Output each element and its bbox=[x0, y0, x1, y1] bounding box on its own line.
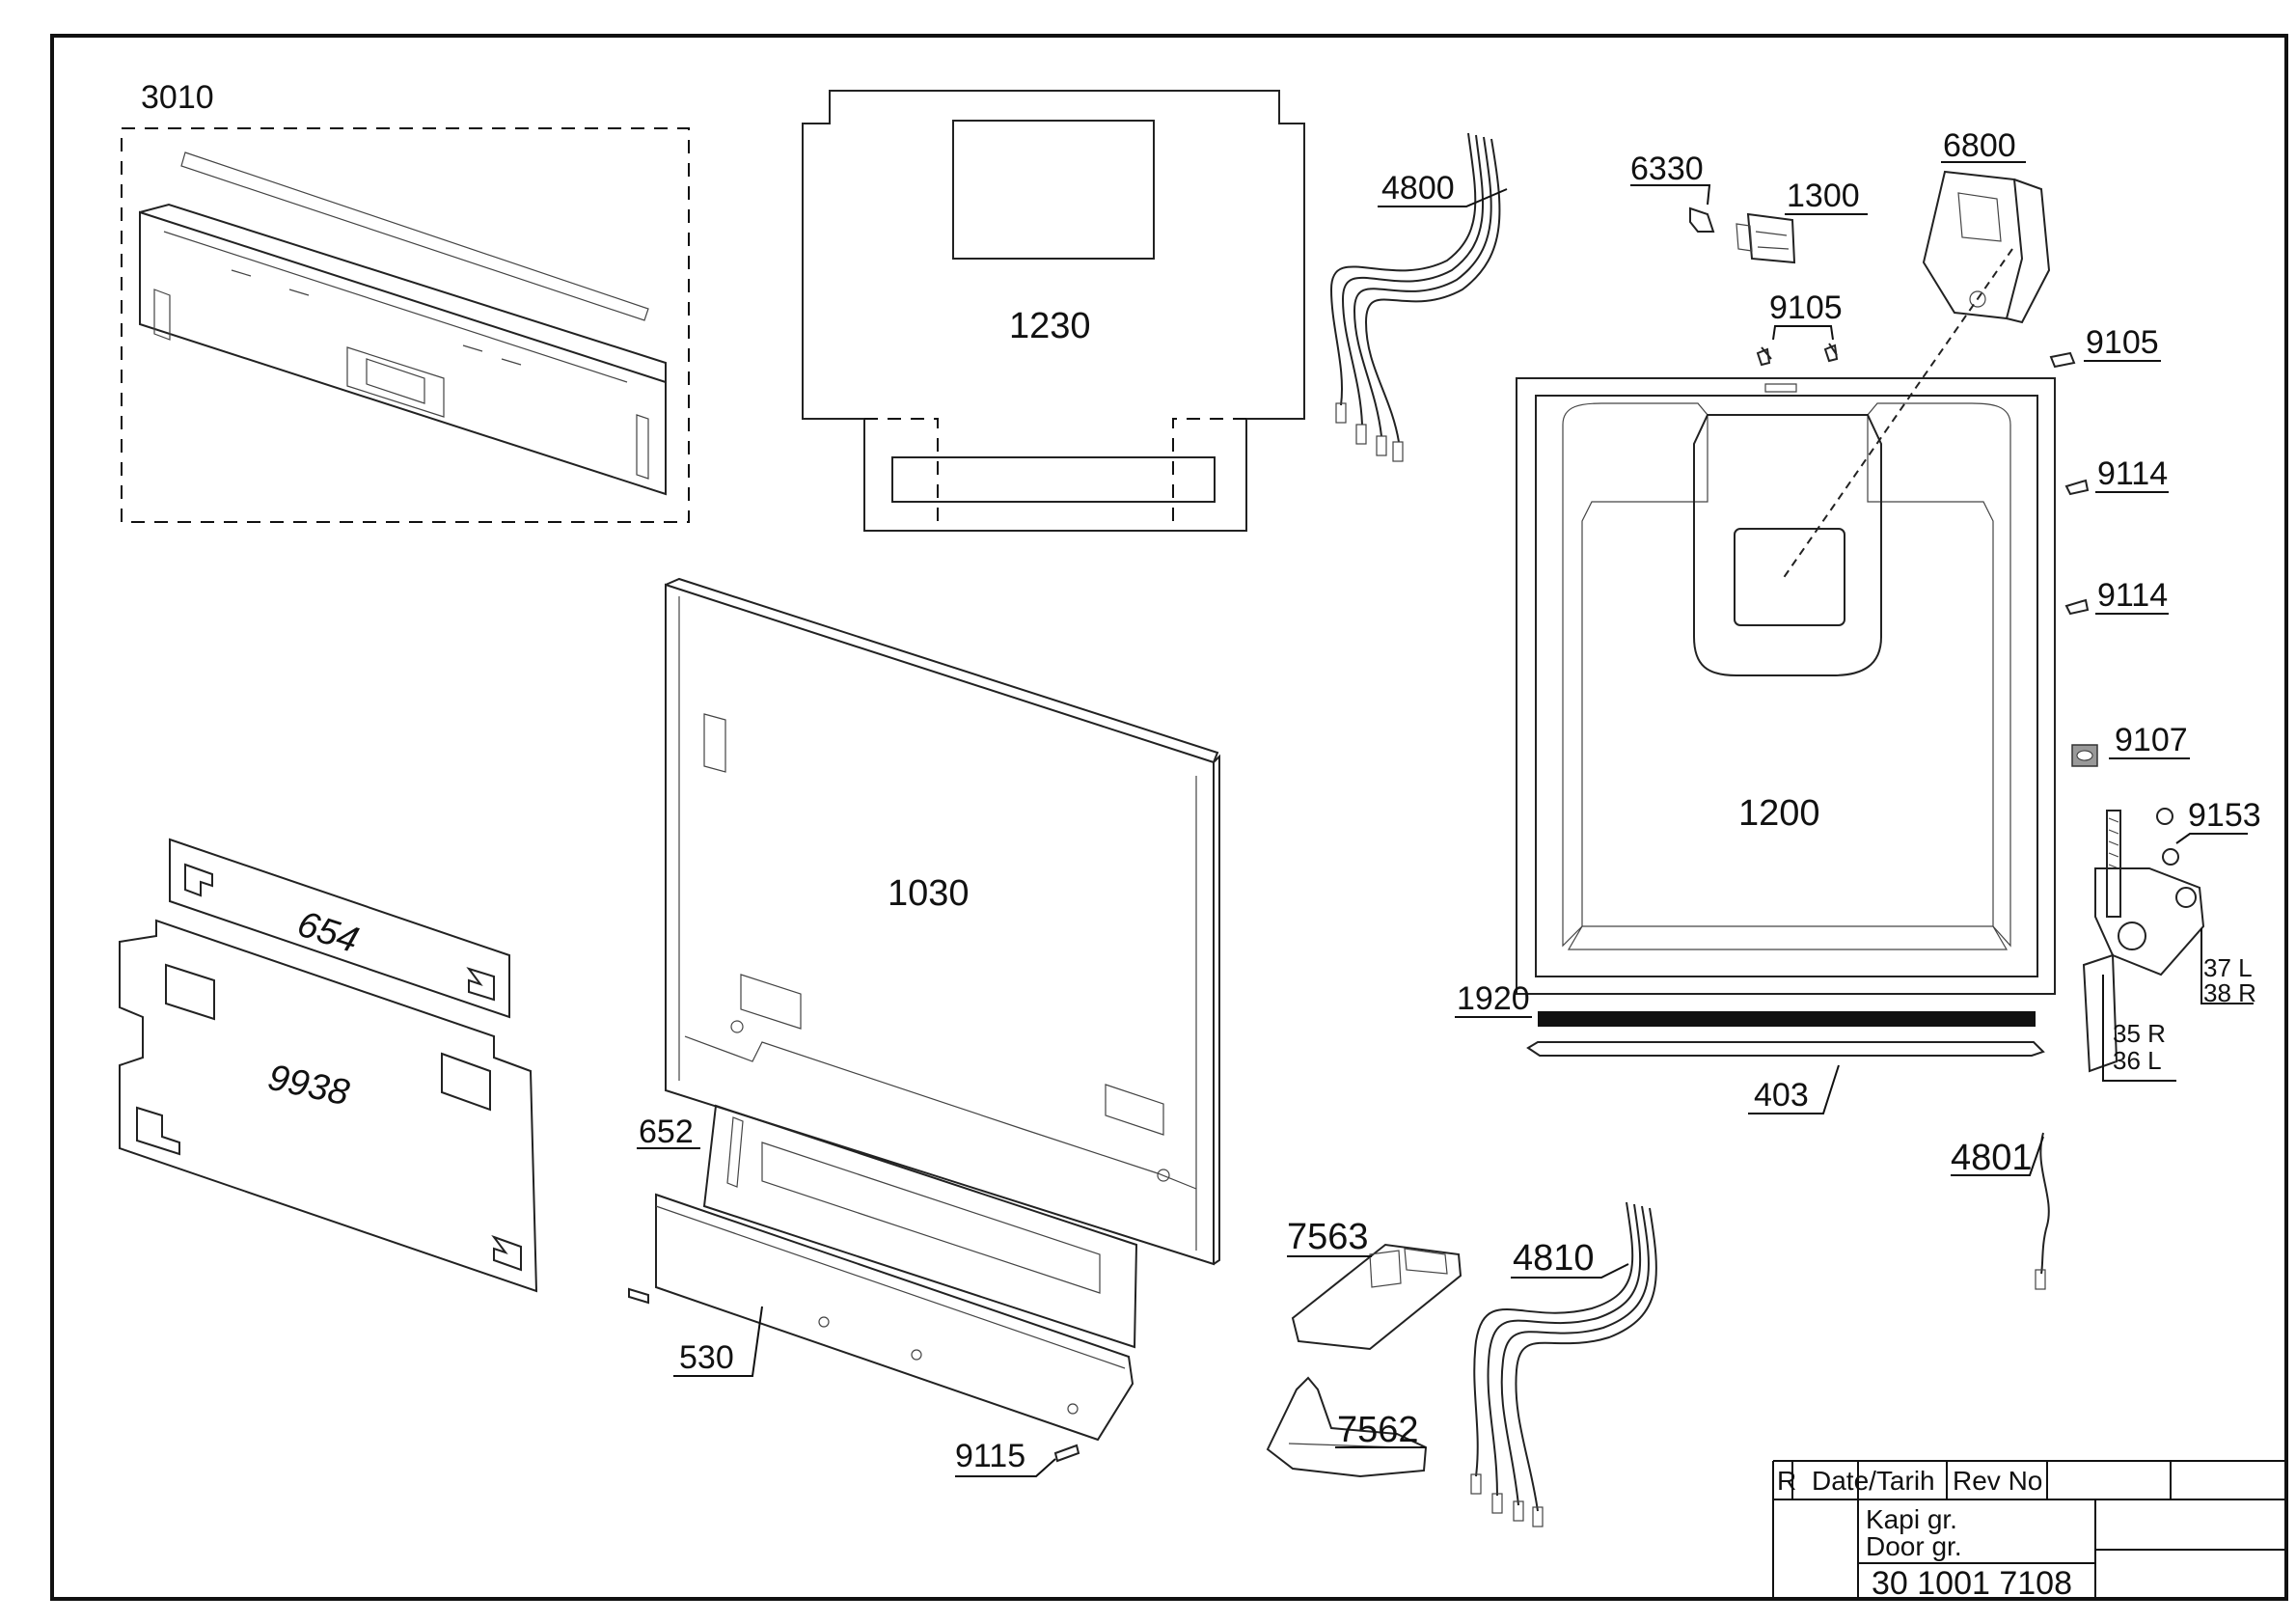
label-1030: 1030 bbox=[888, 873, 970, 914]
label-7562: 7562 bbox=[1337, 1410, 1419, 1450]
part-9114-screws bbox=[2064, 479, 2090, 616]
leader-35R-36L bbox=[2102, 975, 2176, 1082]
part-9105-screws-top bbox=[1756, 325, 1839, 367]
label-37L: 37 L bbox=[2203, 953, 2253, 982]
leader-9153 bbox=[2175, 833, 2248, 844]
part-6330-latch-pin bbox=[1689, 206, 1715, 233]
leader-4801 bbox=[1951, 1136, 2044, 1176]
part-1230-insulation bbox=[802, 90, 1305, 532]
label-1920: 1920 bbox=[1457, 980, 1530, 1017]
part-1030-outer-door-panel bbox=[665, 577, 1220, 1266]
label-4800: 4800 bbox=[1381, 170, 1455, 206]
title-block-name-en: Door gr. bbox=[1866, 1531, 1962, 1561]
label-1200: 1200 bbox=[1738, 793, 1820, 834]
label-7563: 7563 bbox=[1287, 1217, 1369, 1257]
leader-4810 bbox=[1511, 1263, 1629, 1279]
drawing-frame bbox=[50, 34, 2288, 1601]
part-9938-panel bbox=[119, 919, 538, 1293]
label-35R: 35 R bbox=[2113, 1019, 2166, 1048]
label-9105-right: 9105 bbox=[2086, 324, 2159, 361]
leader-403 bbox=[1748, 1064, 1840, 1114]
label-3010: 3010 bbox=[141, 79, 214, 116]
label-652: 652 bbox=[639, 1114, 694, 1150]
label-6330: 6330 bbox=[1630, 151, 1704, 187]
label-1300: 1300 bbox=[1787, 178, 1860, 214]
part-6800-detergent-dispenser bbox=[1922, 170, 2051, 324]
part-654-panel bbox=[169, 838, 510, 1019]
label-1230: 1230 bbox=[1009, 306, 1091, 346]
label-654: 654 bbox=[292, 904, 363, 962]
label-36L: 36 L bbox=[2113, 1046, 2162, 1075]
part-4800-cable-harness bbox=[1329, 132, 1501, 462]
part-9107-clip bbox=[2071, 744, 2098, 767]
label-530: 530 bbox=[679, 1339, 734, 1376]
part-403-bottom-rod bbox=[1526, 1041, 2045, 1057]
label-9107: 9107 bbox=[2115, 722, 2188, 758]
label-9105-top: 9105 bbox=[1769, 289, 1843, 326]
part-4810-cable-harness bbox=[1470, 1201, 1657, 1527]
title-block-rev: Rev No bbox=[1953, 1466, 2042, 1496]
part-3010-control-panel bbox=[121, 127, 690, 523]
part-7563-bracket bbox=[1291, 1243, 1462, 1351]
part-9115-screw bbox=[1053, 1444, 1080, 1463]
label-403: 403 bbox=[1754, 1077, 1809, 1114]
part-1920-bottom-seal bbox=[1538, 1011, 2036, 1027]
leader-9115 bbox=[955, 1458, 1056, 1477]
label-9114-b: 9114 bbox=[2097, 577, 2168, 614]
part-1300-door-lock bbox=[1736, 212, 1796, 264]
part-hinge-assembly bbox=[2082, 810, 2205, 1073]
label-9938: 9938 bbox=[264, 1058, 352, 1114]
title-block-name-tr: Kapi gr. bbox=[1866, 1504, 1957, 1534]
leader-4800 bbox=[1378, 188, 1508, 207]
part-530-handle-profile bbox=[628, 1193, 1134, 1442]
leader-530 bbox=[673, 1306, 763, 1377]
title-block-date: Date/Tarih bbox=[1812, 1466, 1935, 1496]
part-652-handle-cover bbox=[702, 1104, 1138, 1349]
label-4801: 4801 bbox=[1951, 1138, 2033, 1178]
title-block-number: 30 1001 7108 bbox=[1872, 1565, 2072, 1602]
part-9105-screw-right bbox=[2049, 351, 2076, 369]
label-9153: 9153 bbox=[2188, 797, 2261, 834]
part-4801-sensor-wire bbox=[2035, 1132, 2050, 1290]
label-6800: 6800 bbox=[1943, 127, 2016, 164]
part-9153-screws bbox=[2156, 808, 2179, 866]
leader-6330 bbox=[1630, 184, 1711, 206]
label-9114-a: 9114 bbox=[2097, 455, 2168, 492]
title-block bbox=[1772, 1460, 2286, 1599]
label-4810: 4810 bbox=[1513, 1238, 1595, 1279]
label-38R: 38 R bbox=[2203, 978, 2256, 1007]
title-block-r: R bbox=[1777, 1466, 1796, 1496]
label-9115: 9115 bbox=[955, 1438, 1025, 1474]
leader-37L-38R bbox=[2200, 928, 2254, 1004]
part-1200-inner-door-panel bbox=[1516, 377, 2056, 995]
